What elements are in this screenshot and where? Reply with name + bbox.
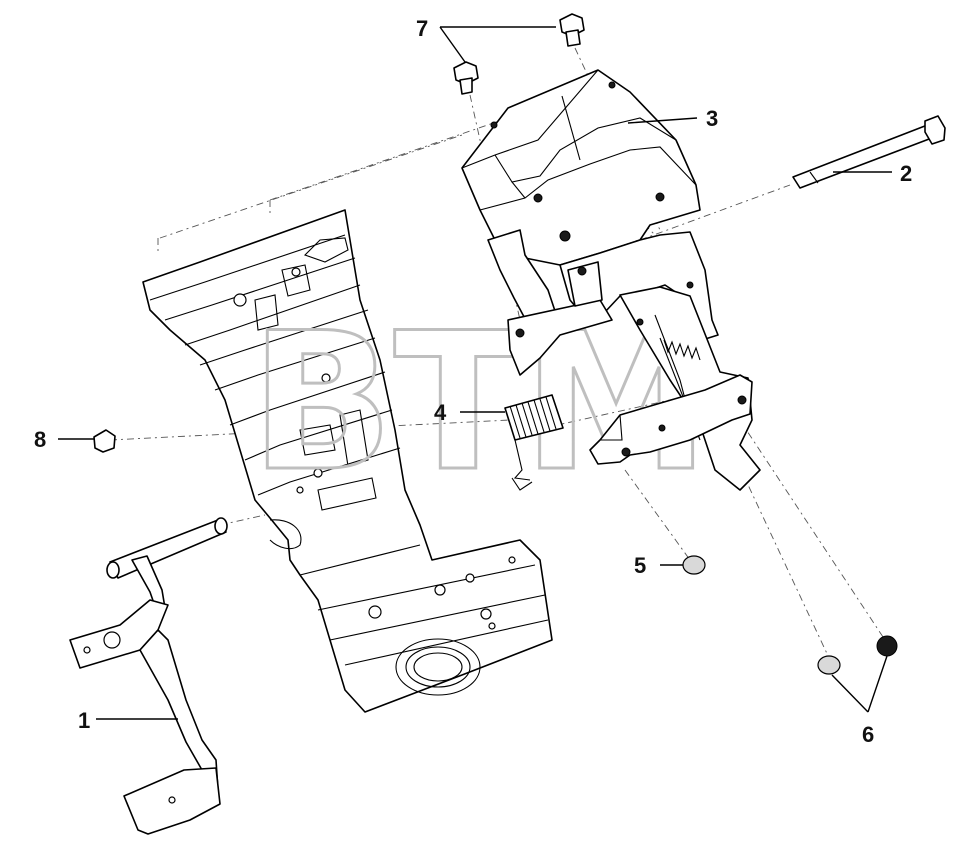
washer	[682, 555, 706, 575]
pivot-bolt	[792, 115, 946, 189]
callouts: 7 3 2 4 8 5 6 1	[34, 16, 912, 747]
nuts	[817, 635, 898, 675]
callout-2: 2	[900, 161, 912, 186]
pedal-bracket	[461, 69, 761, 491]
clip-nut	[93, 429, 116, 453]
callout-4: 4	[434, 400, 447, 425]
return-spring	[504, 394, 564, 491]
callout-7: 7	[416, 16, 428, 41]
floor-panel	[142, 209, 553, 713]
callout-6: 6	[862, 722, 874, 747]
mounting-bolts	[453, 13, 585, 95]
callout-1: 1	[78, 708, 90, 733]
callout-5: 5	[634, 553, 646, 578]
callout-8: 8	[34, 427, 46, 452]
callout-3: 3	[706, 106, 718, 131]
brake-pedal-lever	[69, 517, 228, 835]
watermark-text: BTM	[250, 292, 710, 513]
